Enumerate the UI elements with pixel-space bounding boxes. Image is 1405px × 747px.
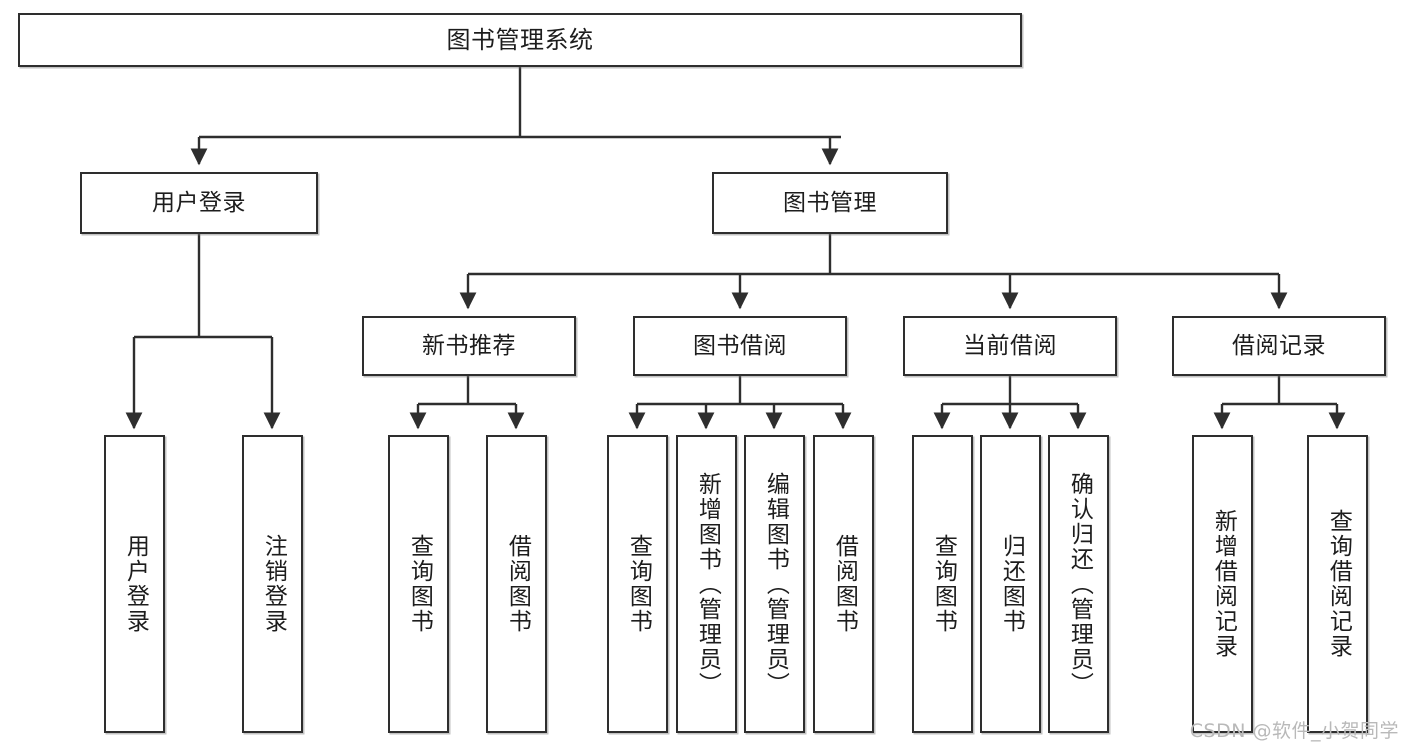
node-label: 借阅图书	[504, 534, 531, 634]
node-label: 新增借阅记录	[1210, 509, 1237, 659]
leaf-borrow-book[interactable]: 借阅图书	[813, 435, 874, 733]
leaf-query-book-recommend[interactable]: 查询图书	[388, 435, 449, 733]
node-label: 图书管理系统	[446, 26, 594, 54]
node-user-login[interactable]: 用户登录	[80, 172, 318, 234]
node-label: 当前借阅	[963, 332, 1057, 359]
leaf-query-borrow-record[interactable]: 查询借阅记录	[1307, 435, 1368, 733]
leaf-logout-login[interactable]: 注销登录	[242, 435, 303, 733]
node-label: 用户登录	[152, 189, 246, 216]
leaf-query-book-current[interactable]: 查询图书	[912, 435, 973, 733]
node-label: 注销登录	[260, 534, 287, 634]
node-label: 借阅记录	[1232, 332, 1326, 359]
node-label: 查询借阅记录	[1325, 509, 1352, 659]
node-book-management[interactable]: 图书管理	[712, 172, 948, 234]
leaf-borrow-book-recommend[interactable]: 借阅图书	[486, 435, 547, 733]
node-label: 查询图书	[406, 534, 433, 634]
node-label: 借阅图书	[831, 534, 858, 634]
node-label: 新书推荐	[422, 332, 516, 359]
node-root-system[interactable]: 图书管理系统	[18, 13, 1022, 67]
node-borrow-record[interactable]: 借阅记录	[1172, 316, 1386, 376]
leaf-query-book-borrow[interactable]: 查询图书	[607, 435, 668, 733]
node-label: 归还图书	[998, 534, 1025, 634]
leaf-confirm-return[interactable]: 确认归还（管理员）	[1048, 435, 1109, 733]
node-label: 查询图书	[625, 534, 652, 634]
node-label: 新增图书（管理员）	[694, 471, 721, 697]
leaf-add-borrow-record[interactable]: 新增借阅记录	[1192, 435, 1253, 733]
node-label: 图书管理	[783, 189, 877, 216]
node-new-book-recommend[interactable]: 新书推荐	[362, 316, 576, 376]
leaf-edit-book[interactable]: 编辑图书（管理员）	[744, 435, 805, 733]
leaf-add-book[interactable]: 新增图书（管理员）	[676, 435, 737, 733]
node-current-borrow[interactable]: 当前借阅	[903, 316, 1117, 376]
leaf-return-book[interactable]: 归还图书	[980, 435, 1041, 733]
node-label: 用户登录	[122, 534, 149, 634]
node-label: 查询图书	[930, 534, 957, 634]
node-label: 确认归还（管理员）	[1066, 471, 1093, 697]
node-label: 图书借阅	[693, 332, 787, 359]
csdn-watermark: CSDN @软件_小贺同学	[1189, 720, 1399, 742]
leaf-user-login[interactable]: 用户登录	[104, 435, 165, 733]
node-label: 编辑图书（管理员）	[762, 471, 789, 697]
node-book-borrow[interactable]: 图书借阅	[633, 316, 847, 376]
